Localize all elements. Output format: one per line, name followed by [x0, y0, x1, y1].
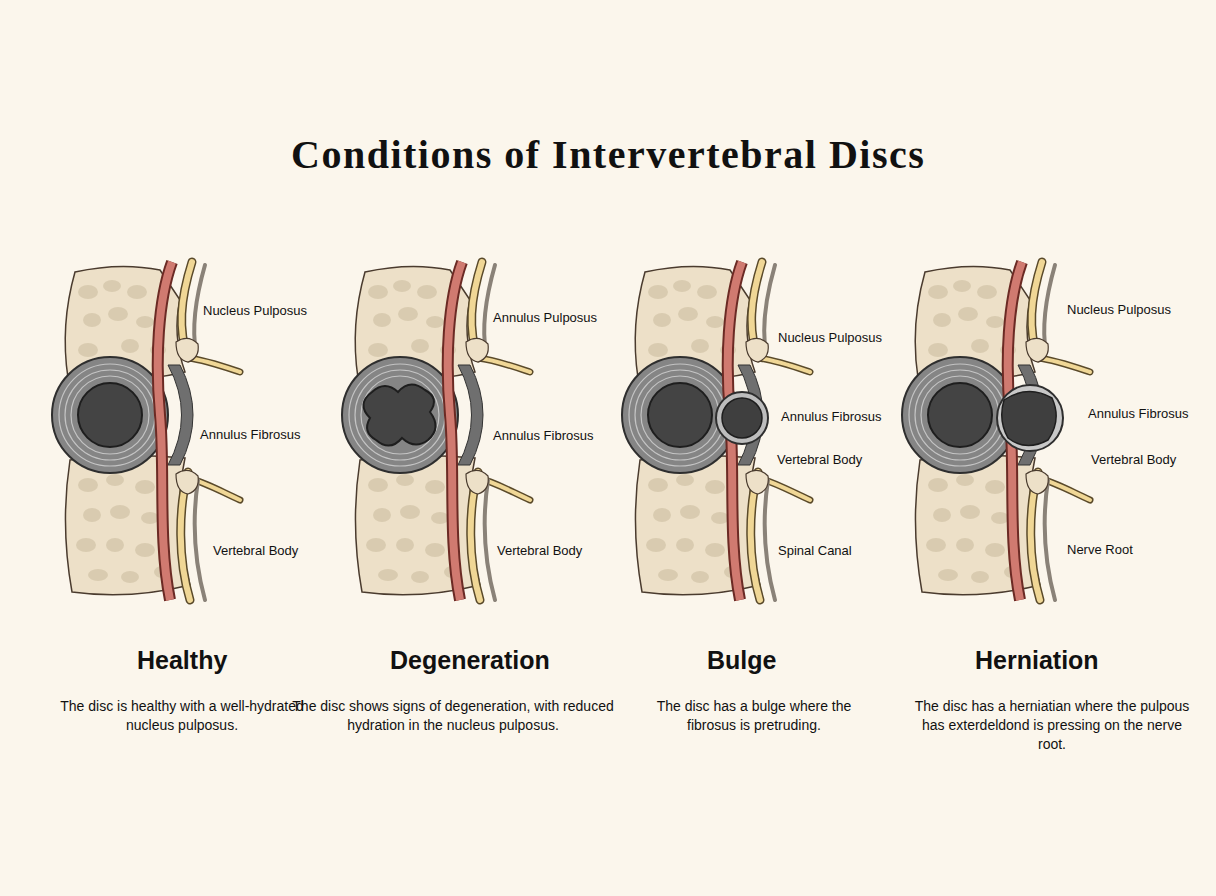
panel-heading: Herniation — [975, 644, 1099, 676]
part-label: Nucleus Pulposus — [1067, 301, 1171, 319]
part-label: Annulus Fibrosus — [493, 427, 593, 445]
part-label: Spinal Canal — [778, 542, 852, 560]
part-label: Vertebral Body — [497, 542, 582, 560]
part-label: Annulus Fibrosus — [781, 408, 881, 426]
part-label: Vertebral Body — [213, 542, 298, 560]
panel-description: The disc has a herniatian where the pulp… — [912, 697, 1192, 754]
part-label: Annulus Fibrosus — [1088, 405, 1188, 423]
panel-heading: Degeneration — [390, 644, 550, 676]
part-label: Annulus Fibrosus — [200, 426, 300, 444]
panel-description: The disc shows signs of degeneration, wi… — [283, 697, 623, 735]
panel-description: The disc is healthy with a well-hydrated… — [57, 697, 307, 735]
diagram-title: Conditions of Intervertebral Discs — [291, 131, 925, 179]
part-label: Nerve Root — [1067, 541, 1133, 559]
part-label: Annulus Pulposus — [493, 309, 597, 327]
part-label: Vertebral Body — [1091, 451, 1176, 469]
panel-heading: Bulge — [707, 644, 776, 676]
part-label: Nucleus Pulposus — [203, 302, 307, 320]
part-label: Nucleus Pulposus — [778, 329, 882, 347]
part-label: Vertebral Body — [777, 451, 862, 469]
panel-description: The disc has a bulge where the fibrosus … — [634, 697, 874, 735]
panel-heading: Healthy — [137, 644, 227, 676]
